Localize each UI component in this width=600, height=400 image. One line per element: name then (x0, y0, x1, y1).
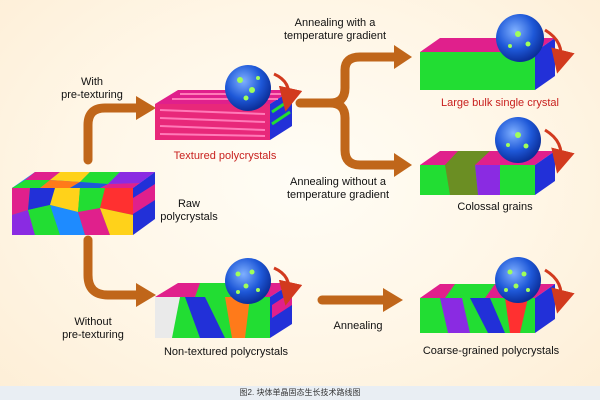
non-textured-polycrystals-block (155, 283, 292, 338)
flow-arrow-branch (295, 45, 412, 177)
label-with-pretexturing: With pre-texturing (61, 76, 123, 101)
pole-figure-sphere-non-textured (225, 258, 271, 304)
pole-figure-sphere-coarse (495, 257, 541, 303)
flow-arrow-up (83, 96, 156, 165)
rotation-arrow-icons (273, 28, 575, 314)
colossal-grains-block (420, 151, 555, 195)
pole-figure-sphere-colossal (495, 117, 541, 163)
label-textured-polycrystals: Textured polycrystals (173, 150, 277, 162)
pole-figure-sphere-single-crystal (496, 14, 544, 62)
label-annealing-without-gradient: Annealing without a temperature gradient (286, 176, 390, 201)
label-annealing: Annealing (333, 320, 383, 332)
label-non-textured-polycrystals: Non-textured polycrystals (163, 346, 289, 358)
raw-polycrystals-block (12, 172, 155, 235)
pole-figure-sphere-textured (225, 65, 271, 111)
label-raw-polycrystals: Raw polycrystals (160, 198, 218, 223)
label-without-pretexturing: Without pre-texturing (62, 316, 124, 341)
textured-polycrystals-block (155, 90, 292, 140)
label-large-bulk-single-crystal: Large bulk single crystal (440, 97, 559, 109)
label-coarse-grained-polycrystals: Coarse-grained polycrystals (422, 345, 560, 357)
flow-arrow-down (83, 235, 156, 307)
flow-arrow-annealing (317, 288, 403, 312)
label-annealing-with-gradient: Annealing with a temperature gradient (283, 17, 387, 42)
figure-caption: 图2. 块体单晶固态生长技术路线图 (0, 386, 600, 400)
label-colossal-grains: Colossal grains (457, 201, 533, 213)
